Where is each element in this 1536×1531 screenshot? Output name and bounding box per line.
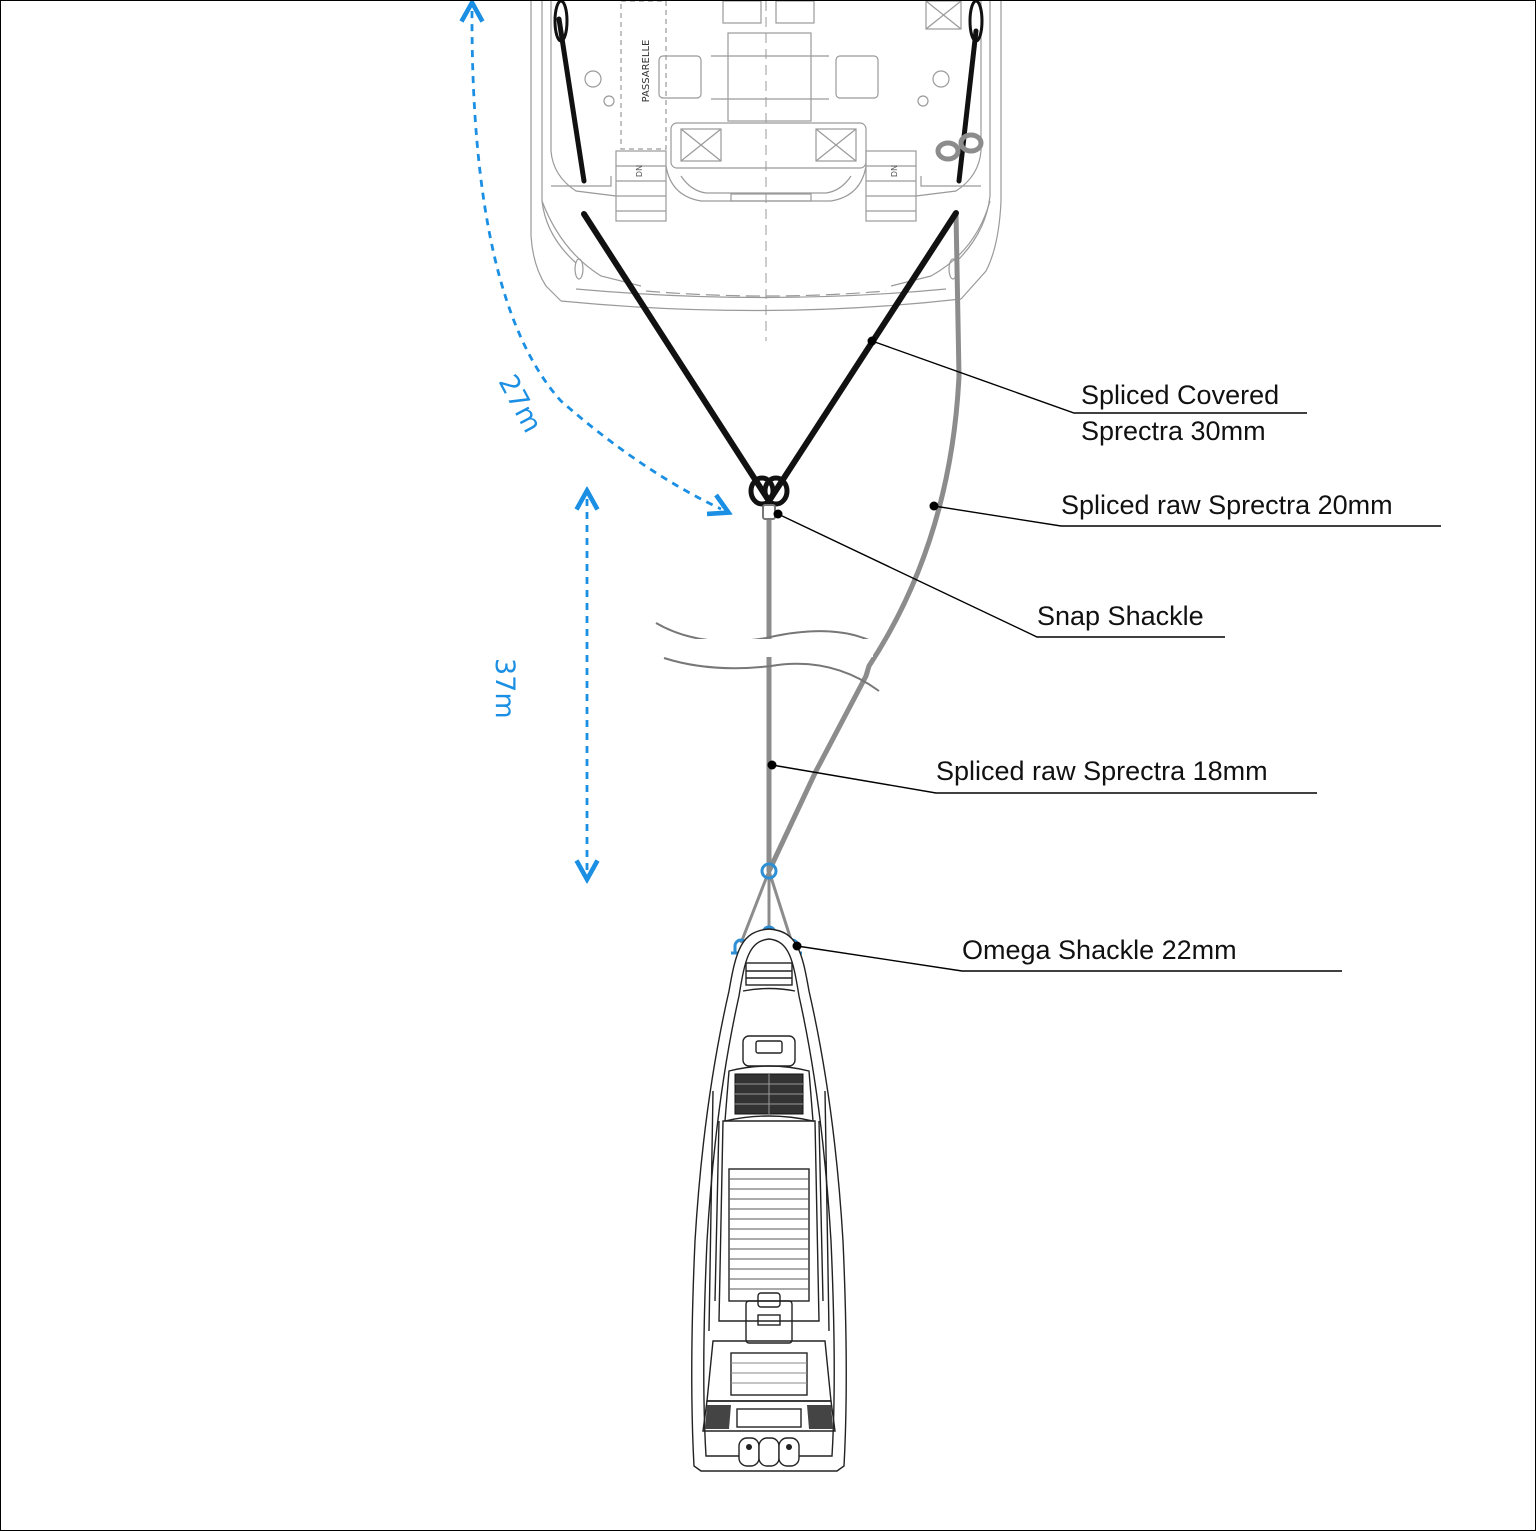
callout-covered-line1: Spliced Covered (1081, 380, 1279, 410)
outboard-engines (738, 1437, 800, 1467)
callout-covered-line2: Sprectra 30mm (1081, 416, 1266, 446)
break-mark-upper (655, 622, 872, 643)
break-gap (663, 639, 873, 657)
break-mark-lower (663, 657, 880, 692)
raw-sprectra-20mm-line (766, 210, 962, 874)
callout-omega-shackle: Omega Shackle 22mm (792, 935, 1342, 972)
towed-boat (691, 928, 847, 1472)
dn-label-left: DN (635, 165, 644, 177)
omega-shackle-junction-icon (760, 862, 778, 880)
sunroof-slats (729, 1178, 809, 1290)
passerelle-label: PASSARELLE (641, 40, 652, 103)
mothership-stern: PASSARELLE DN DN (530, 1, 1002, 341)
callout-snap-shackle: Snap Shackle (773, 509, 1225, 638)
dimension-37m: 37m (489, 499, 587, 871)
figure-eight-knot-icon (935, 132, 984, 162)
covered-sprectra-30mm-bridle (581, 210, 959, 504)
dn-label-right: DN (890, 165, 899, 177)
callout-raw-sprectra-18mm: Spliced raw Sprectra 18mm (767, 756, 1317, 794)
callout-covered-sprectra: Spliced Covered Sprectra 30mm (867, 336, 1307, 446)
callout-omega-label: Omega Shackle 22mm (962, 935, 1237, 965)
callout-snap-label: Snap Shackle (1037, 601, 1204, 631)
bridle-loop-knot-icon (748, 475, 790, 507)
snap-shackle-icon (762, 504, 776, 520)
dimension-label-37m: 37m (489, 658, 520, 719)
callout-raw-sprectra-20mm: Spliced raw Sprectra 20mm (929, 490, 1441, 527)
bow-leader-lines (556, 16, 979, 184)
callout-raw18-label: Spliced raw Sprectra 18mm (936, 756, 1268, 786)
dimension-label-27m: 27m (492, 370, 548, 438)
cleat-right (968, 1, 984, 43)
cleat-left (553, 1, 569, 43)
callout-raw20-label: Spliced raw Sprectra 20mm (1061, 490, 1393, 520)
boat-bridle-lines (739, 870, 794, 944)
